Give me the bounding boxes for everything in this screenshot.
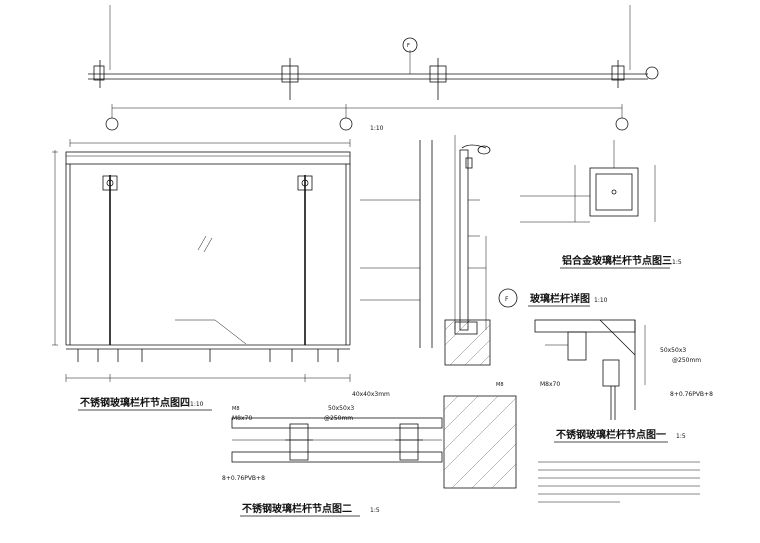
bolt-right-size: M8x70 <box>540 381 560 388</box>
detail-two: 40x40x3mm M8 M8x70 50x50x3 @250mm 8+0.76… <box>222 391 517 517</box>
railing-section <box>360 135 491 366</box>
tube-left-label: 50x50x3 <box>328 405 354 412</box>
plan-scale-label: 1:10 <box>370 125 384 132</box>
detail-two-title: 不锈钢玻璃栏杆节点图二 <box>242 502 352 515</box>
detail-one-scale: 1:5 <box>676 433 686 440</box>
plan-marker: F <box>407 43 410 49</box>
tube-40-label: 40x40x3mm <box>352 391 390 398</box>
railing-detail-scale: 1:10 <box>594 297 608 304</box>
detail-four-elevation: 不锈钢玻璃栏杆节点图四 1:10 <box>52 139 351 411</box>
railing-marker: F <box>505 296 509 303</box>
notes-block <box>538 461 700 503</box>
bolt-right-label: M8 <box>496 382 504 388</box>
tube-right-label: 50x50x3 <box>660 347 686 354</box>
detail-two-scale: 1:5 <box>370 507 380 514</box>
base-posts <box>77 349 339 362</box>
detail-three-scale: 1:5 <box>672 259 682 266</box>
railing-detail-title: 玻璃栏杆详图 <box>530 292 590 305</box>
detail-three: 铝合金玻璃栏杆节点图三 1:5 <box>520 140 682 269</box>
spacing-right-label: @250mm <box>672 357 701 364</box>
glass-right-label: 8+0.76PVB+8 <box>670 391 713 398</box>
detail-four-title: 不锈钢玻璃栏杆节点图四 <box>80 396 190 409</box>
bolt-left-size: M8x70 <box>232 415 252 422</box>
detail-three-title: 铝合金玻璃栏杆节点图三 <box>562 254 672 267</box>
glass-left-label: 8+0.76PVB+8 <box>222 475 265 482</box>
top-plan-view: F 1:10 <box>88 5 659 132</box>
detail-four-scale: 1:10 <box>190 401 204 408</box>
detail-one: 50x50x3 @250mm M8 M8x70 8+0.76PVB+8 不锈钢玻… <box>496 319 713 443</box>
bolt-left-label: M8 <box>232 406 240 412</box>
spacing-left-label: @250mm <box>324 415 353 422</box>
railing-detail-label: F 玻璃栏杆详图 1:10 <box>498 288 608 308</box>
detail-one-title: 不锈钢玻璃栏杆节点图一 <box>556 428 666 441</box>
